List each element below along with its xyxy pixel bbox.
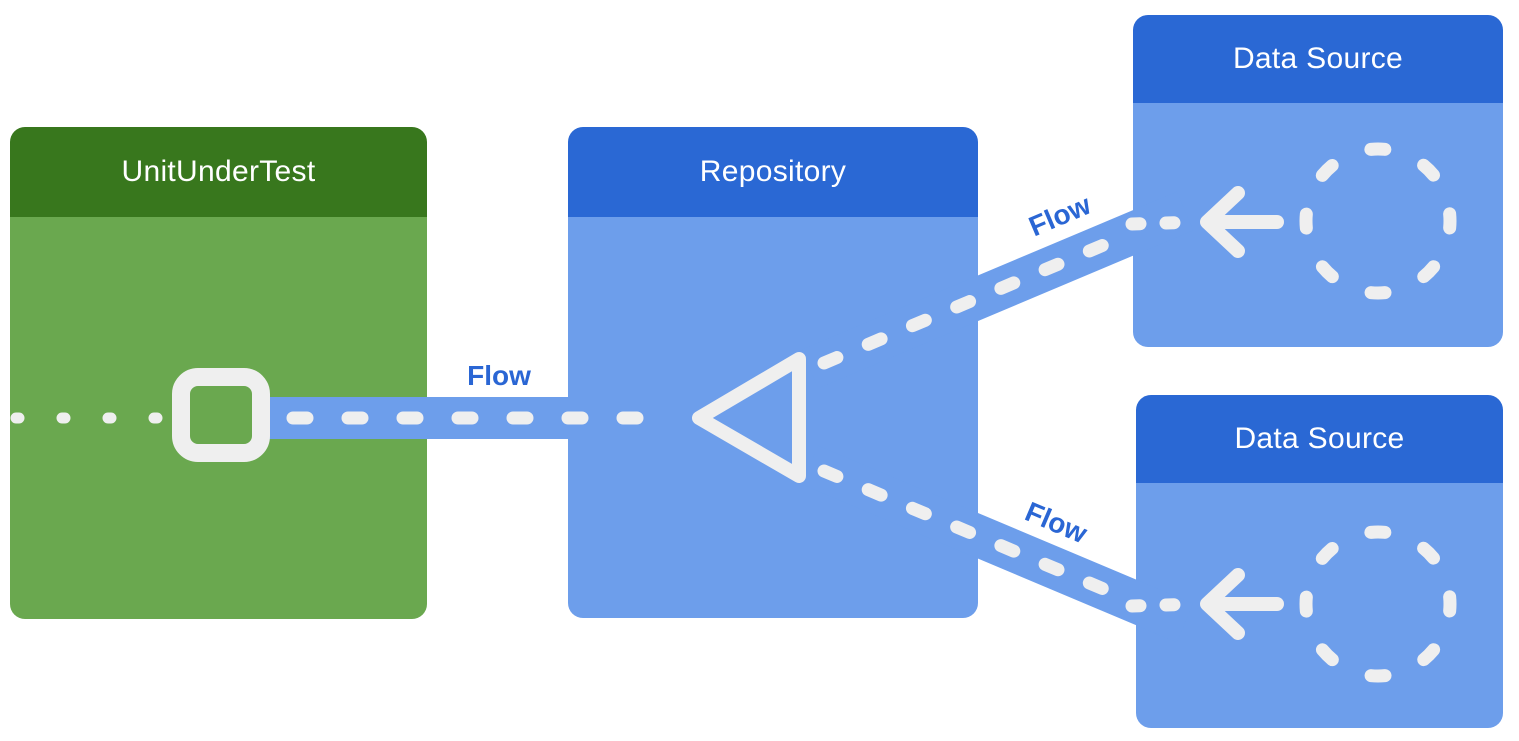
box-unit-under-test: UnitUnderTest (10, 127, 427, 619)
box-data-source-top-title: Data Source (1232, 42, 1404, 75)
box-unit-under-test-body (10, 217, 427, 619)
box-data-source-bottom-body (1136, 483, 1503, 728)
box-data-source-top: Data Source (1133, 15, 1503, 347)
flow-label-diagonal-up: Flow (1024, 188, 1096, 243)
box-repository-title: Repository (699, 155, 847, 188)
box-data-source-bottom-title: Data Source (1234, 422, 1405, 455)
box-data-source-top-body (1133, 103, 1503, 347)
box-data-source-bottom-header: Data Source (1136, 395, 1503, 483)
box-repository: Repository (568, 127, 978, 618)
box-data-source-top-header: Data Source (1133, 15, 1503, 103)
flow-label-diagonal-down: Flow (1020, 495, 1092, 550)
box-repository-header: Repository (568, 127, 978, 217)
flow-label-horizontal: Flow (467, 360, 531, 391)
box-repository-body (568, 217, 978, 618)
box-unit-under-test-title: UnitUnderTest (121, 155, 316, 188)
box-data-source-bottom: Data Source (1136, 395, 1503, 728)
box-unit-under-test-header: UnitUnderTest (10, 127, 427, 217)
